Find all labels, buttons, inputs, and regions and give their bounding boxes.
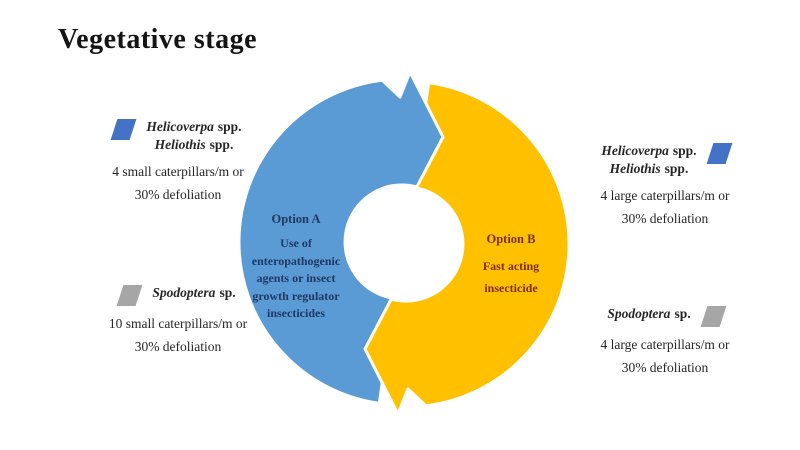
threshold-line: 4 large caterpillars/m or — [600, 337, 730, 352]
gray-parallelogram-icon — [117, 285, 143, 306]
threshold-line: 30% defoliation — [134, 339, 222, 354]
cycle-arrow-yellow-head — [363, 291, 564, 416]
page-title: Vegetative stage — [58, 24, 258, 55]
threshold-line: 30% defoliation — [134, 187, 222, 202]
option-b-title: Option B — [486, 232, 536, 246]
option-a-line: insecticides — [267, 306, 325, 320]
option-b-line: Fast acting — [482, 259, 540, 273]
option-b-label: Option B Fast acting insecticide — [448, 232, 574, 299]
option-a-line: agents or insect — [256, 271, 336, 285]
gray-parallelogram-icon — [700, 306, 726, 327]
cycle-arrow-blue — [237, 70, 445, 405]
blue-parallelogram-icon — [706, 143, 732, 164]
option-a-label: Option A Use of enteropathogenic agents … — [233, 212, 359, 323]
threshold-line: 30% defoliation — [621, 360, 709, 375]
threshold-line: 4 large caterpillars/m or — [600, 188, 730, 203]
threshold-line: 10 small caterpillars/m or — [108, 316, 248, 331]
threshold-line: 4 small caterpillars/m or — [112, 164, 244, 179]
threshold-line: 30% defoliation — [621, 211, 709, 226]
option-b-line: insecticide — [484, 281, 538, 295]
option-a-line: Use of — [280, 236, 312, 250]
option-a-line: growth regulator — [252, 288, 340, 303]
blue-parallelogram-icon — [111, 119, 137, 140]
option-a-line: enteropathogenic — [251, 253, 341, 268]
option-a-title: Option A — [271, 212, 321, 226]
